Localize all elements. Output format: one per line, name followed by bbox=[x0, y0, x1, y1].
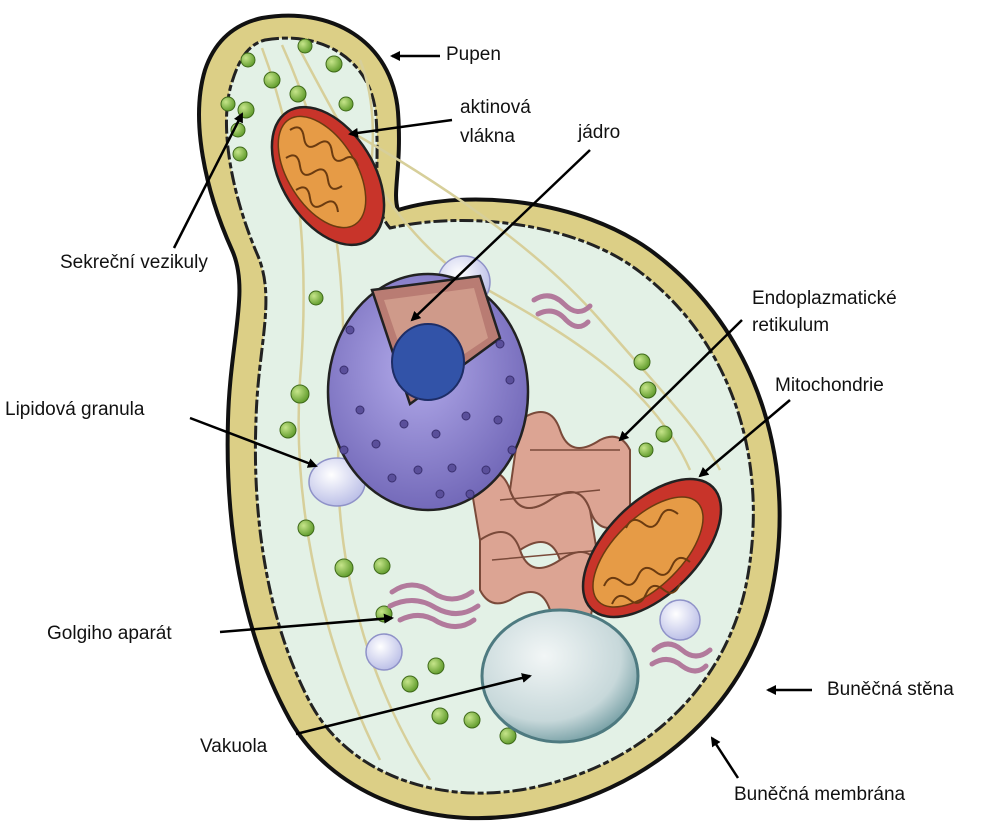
label-endoplazmaticke-line1: Endoplazmatické bbox=[752, 286, 897, 312]
label-mitochondrie: Mitochondrie bbox=[775, 373, 884, 399]
label-endoplazmaticke-line2: retikulum bbox=[752, 313, 829, 339]
arrow-membrana bbox=[712, 738, 738, 778]
nucleus bbox=[328, 274, 528, 510]
vacuole bbox=[482, 610, 638, 742]
label-bunecna-membrana: Buněčná membrána bbox=[734, 782, 905, 808]
label-aktinova-line2: vlákna bbox=[460, 124, 515, 150]
label-vakuola: Vakuola bbox=[200, 734, 267, 760]
label-lipidova-granula: Lipidová granula bbox=[5, 397, 144, 423]
label-jadro: jádro bbox=[578, 120, 620, 146]
label-golgiho-aparat: Golgiho aparát bbox=[47, 621, 172, 647]
label-aktinova-line1: aktinová bbox=[460, 95, 531, 121]
label-bunecna-stena: Buněčná stěna bbox=[827, 677, 954, 703]
label-pupen: Pupen bbox=[446, 42, 501, 68]
label-sekrecni-vezikuly: Sekreční vezikuly bbox=[60, 250, 208, 276]
